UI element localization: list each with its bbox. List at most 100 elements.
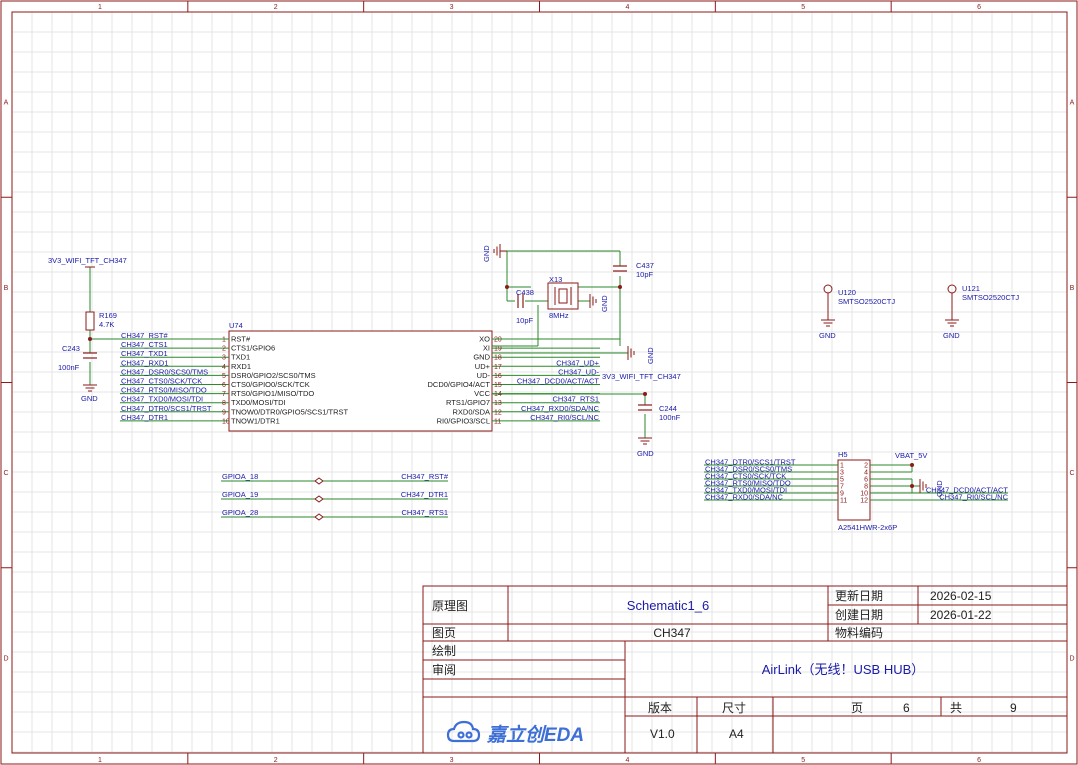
h5-connector[interactable]	[837, 459, 871, 521]
frame-row-label: C	[1069, 470, 1074, 477]
reset-rc-network	[89, 267, 229, 385]
gnd-label-u120: GND	[819, 331, 836, 340]
tb-schematic-name: Schematic1_6	[627, 598, 709, 613]
gnd-symbol-c244	[638, 437, 652, 445]
u74-ref: U74	[229, 321, 243, 330]
h5-pin-number: 7	[840, 484, 844, 491]
gnd-label-pin18: GND	[646, 347, 655, 364]
c437-capacitor[interactable]	[613, 265, 627, 272]
x13-crystal[interactable]	[547, 282, 579, 310]
frame-col-label: 1	[98, 4, 102, 11]
frame-col-label: 2	[274, 4, 278, 11]
tb-updated-date: 2026-02-15	[930, 589, 992, 603]
title-block	[422, 585, 1068, 754]
crystal-wires	[492, 250, 646, 438]
u74-pin-number: 10	[222, 418, 230, 425]
h5-part: A2541HWR-2x6P	[838, 523, 897, 532]
tb-created-date: 2026-01-22	[930, 608, 992, 622]
u74-net-label: CH347_RI0/SCL/NC	[530, 413, 599, 422]
tb-updated-label: 更新日期	[835, 588, 883, 603]
h5-ref: H5	[838, 450, 848, 459]
u74-pin-number: 17	[494, 364, 502, 371]
u74-pin-name: TNOW0/DTR0/GPIO5/SCS1/TRST	[231, 407, 349, 416]
u74-pin-name: UD-	[477, 371, 491, 380]
h5-net-label: CH347_DCD0/ACT/ACT	[926, 486, 1009, 495]
u74-pin-name: UD+	[475, 362, 491, 371]
power-net-right: 3V3_WIFI_TFT_CH347	[602, 372, 681, 381]
vbat-label: VBAT_5V	[895, 451, 927, 460]
frame-col-label: 6	[977, 4, 981, 11]
h5-net-label: CH347_RTS0/MISO/TDO	[705, 479, 791, 488]
tb-version-label: 版本	[648, 701, 672, 715]
u74-net-label: CH347_CTS1	[121, 340, 168, 349]
u74-net-label: CH347_RXD0/SDA/NC	[521, 404, 600, 413]
u74-pin-name: RXD0/SDA	[452, 407, 490, 416]
u74-pin-name: DCD0/GPIO4/ACT	[427, 380, 490, 389]
u74-net-label: CH347_DTR0/SCS1/TRST	[121, 404, 212, 413]
tb-page-num: 6	[903, 701, 910, 715]
u120-part: SMTSO2520CTJ	[838, 297, 895, 306]
gnd-label-left: GND	[81, 394, 98, 403]
frame-col-label: 1	[98, 757, 102, 764]
u74-pin-number: 7	[222, 391, 226, 398]
c438-ref: C438	[516, 288, 534, 297]
u74-net-label: CH347_RTS1	[552, 395, 599, 404]
frame-row-label: B	[1070, 285, 1075, 292]
gpio-net-label: GPIOA_19	[222, 490, 258, 499]
u74-chip[interactable]: U74	[228, 321, 493, 432]
frame-row-label: C	[3, 470, 8, 477]
c243-capacitor[interactable]	[83, 352, 97, 359]
frame-row-label: B	[4, 285, 9, 292]
u74-pin-number: 14	[494, 391, 502, 398]
x13-value: 8MHz	[549, 311, 569, 320]
u74-pin-number: 8	[222, 400, 226, 407]
tb-size: A4	[729, 727, 744, 741]
frame-col-label: 4	[625, 757, 629, 764]
u74-pin-name: RST#	[231, 335, 251, 344]
r169-resistor[interactable]	[85, 311, 95, 331]
tb-created-label: 创建日期	[835, 608, 883, 622]
h5-net-label: CH347_DTR0/SCS1/TRST	[705, 458, 796, 467]
u121-testpoint[interactable]	[945, 284, 959, 327]
c437-value: 10pF	[636, 270, 654, 279]
u74-pin-name: RI0/GPIO3/SCL	[437, 416, 490, 425]
u74-pin-name: VCC	[474, 389, 490, 398]
frame-row-label: A	[1070, 100, 1075, 107]
u120-ref: U120	[838, 288, 856, 297]
frame-col-label: 6	[977, 757, 981, 764]
gnd-label-xtal: GND	[600, 295, 609, 312]
gnd-label-h5: GND	[935, 480, 944, 497]
u120-testpoint[interactable]	[821, 284, 835, 327]
u74-pin-name: RTS0/GPIO1/MISO/TDO	[231, 389, 314, 398]
tb-total-word: 共	[950, 701, 962, 715]
h5-pin-number: 12	[860, 498, 868, 505]
gpio-net-label: GPIOA_28	[222, 508, 258, 517]
power-net-top: 3V3_WIFI_TFT_CH347	[48, 256, 127, 265]
u74-net-label: CH347_DCD0/ACT/ACT	[517, 377, 600, 386]
u74-net-label: CH347_RXD1	[121, 358, 169, 367]
tb-part-label: 物料编码	[835, 625, 883, 640]
h5-pin-number: 5	[840, 477, 844, 484]
c438-capacitor[interactable]	[517, 294, 524, 308]
c437-ref: C437	[636, 261, 654, 270]
c244-capacitor[interactable]	[638, 404, 652, 411]
frame-row-label: A	[4, 100, 9, 107]
u74-pin-name: CTS1/GPIO6	[231, 344, 275, 353]
frame-col-label: 3	[450, 757, 454, 764]
gnd-symbol-pin18	[627, 346, 635, 360]
u74-pin-number: 13	[494, 400, 502, 407]
tb-schematic-label: 原理图	[432, 599, 468, 613]
ch347-net-label: CH347_RTS1	[401, 508, 448, 517]
r169-ref: R169	[99, 311, 117, 320]
frame-row-label: D	[3, 655, 8, 662]
h5-pin-number: 4	[864, 470, 868, 477]
h5-pin-number: 3	[840, 470, 844, 477]
frame-col-label: 2	[274, 757, 278, 764]
c243-value: 100nF	[58, 363, 80, 372]
c244-ref: C244	[659, 404, 677, 413]
gpio-net-label: GPIOA_18	[222, 472, 258, 481]
tb-project: AirLink（无线！USB HUB）	[762, 662, 925, 677]
r169-value: 4.7K	[99, 320, 114, 329]
x13-ref: X13	[549, 275, 562, 284]
